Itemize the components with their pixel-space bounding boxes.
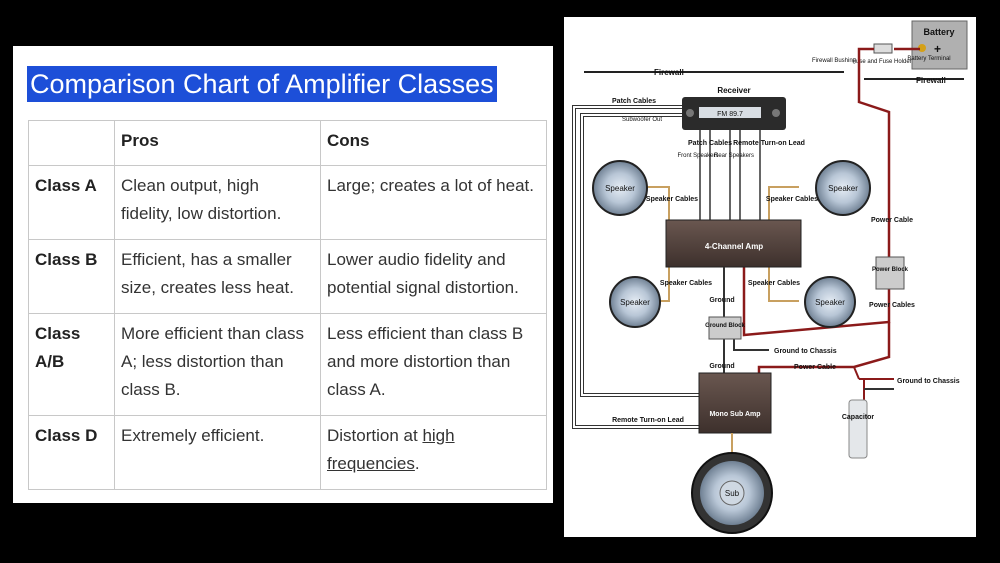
cons-cell: Less efficient than class B and more dis… bbox=[320, 313, 547, 416]
header-cell: Cons bbox=[320, 120, 547, 166]
cons-cell: Lower audio fidelity and potential signa… bbox=[320, 239, 547, 314]
pros-cell: Efficient, has a smaller size, creates l… bbox=[114, 239, 321, 314]
speaker-label: Speaker bbox=[815, 298, 845, 307]
high-frequencies-link[interactable]: high frequencies bbox=[327, 426, 455, 473]
class-cell: Class A/B bbox=[28, 313, 115, 416]
capacitor-ground-label: Ground to Chassis bbox=[897, 378, 960, 385]
mono-sub-amp-label: Mono Sub Amp bbox=[709, 411, 760, 418]
page-title: Comparison Chart of Amplifier Classes bbox=[27, 66, 497, 102]
mono-sub-amp bbox=[698, 372, 772, 434]
receiver-label: Receiver bbox=[717, 86, 750, 95]
power-block bbox=[875, 256, 905, 290]
power-cables-label: Power Cables bbox=[869, 302, 915, 309]
battery-label: Battery bbox=[923, 27, 954, 37]
power-cable-to-amp bbox=[742, 247, 891, 337]
sub-label: Sub bbox=[725, 489, 740, 498]
pros-cell: More efficient than class A; less distor… bbox=[114, 313, 321, 416]
class-cell: Class B bbox=[28, 239, 115, 314]
patch-cables bbox=[699, 129, 761, 222]
battery-plus: + bbox=[934, 42, 941, 56]
table-row: Class A/B More efficient than class A; l… bbox=[28, 313, 547, 416]
front-speakers-label: Front Speakers bbox=[677, 153, 718, 159]
firewall-label-right: Firewall bbox=[916, 76, 946, 85]
tuner-knob-icon bbox=[772, 109, 780, 117]
table-row: Class D Extremely efficient. Distortion … bbox=[28, 415, 547, 490]
speaker-rear-left: Speaker bbox=[609, 276, 661, 328]
cons-cell: Distortion at high frequencies. bbox=[320, 415, 547, 490]
speaker-cables-label: Speaker Cables bbox=[766, 196, 818, 203]
pros-cell: Extremely efficient. bbox=[114, 415, 321, 490]
speaker-label: Speaker bbox=[828, 184, 858, 193]
power-cable bbox=[857, 47, 920, 257]
ground-label: Ground bbox=[709, 297, 734, 304]
header-cell: Pros bbox=[114, 120, 321, 166]
wiring-diagram: Battery + Battery Terminal Fuse and Fuse… bbox=[572, 20, 968, 534]
class-cell: Class A bbox=[28, 165, 115, 240]
table-row: Class B Efficient, has a smaller size, c… bbox=[28, 239, 547, 314]
ground-label: Ground bbox=[709, 363, 734, 370]
four-channel-amp bbox=[665, 219, 802, 268]
comparison-panel: Comparison Chart of Amplifier Classes Pr… bbox=[13, 46, 553, 503]
header-cell bbox=[28, 120, 115, 166]
firewall-bushing-label: Firewall Bushing bbox=[812, 58, 856, 64]
table-row: Class A Clean output, high fidelity, low… bbox=[28, 165, 547, 240]
remote-turn-on-top-label: Remote Turn-on Lead bbox=[733, 140, 805, 147]
capacitor bbox=[848, 399, 868, 459]
class-cell: Class D bbox=[28, 415, 115, 490]
ground-block bbox=[708, 316, 742, 340]
cons-cell: Large; creates a lot of heat. bbox=[320, 165, 547, 240]
ground-to-chassis-label: Ground to Chassis bbox=[774, 348, 837, 355]
ground-wires bbox=[723, 267, 769, 377]
speaker-rear-right: Speaker bbox=[804, 276, 856, 328]
power-block-label: Power Block bbox=[872, 267, 909, 273]
speaker-label: Speaker bbox=[605, 184, 635, 193]
remote-turn-on-bottom-label: Remote Turn-on Lead bbox=[612, 417, 684, 424]
table-header-row: Pros Cons bbox=[28, 120, 547, 166]
battery-terminal-label: Battery Terminal bbox=[907, 56, 950, 62]
speaker-cables-label: Speaker Cables bbox=[646, 196, 698, 203]
receiver-display-text: FM 89.7 bbox=[717, 111, 743, 118]
patch-cables-label: Patch Cables bbox=[688, 140, 732, 147]
patch-cables-left-label: Patch Cables bbox=[612, 98, 656, 105]
power-cable-label-bottom: Power Cable bbox=[794, 364, 836, 371]
pros-cell: Clean output, high fidelity, low distort… bbox=[114, 165, 321, 240]
cons-text-end: . bbox=[414, 454, 420, 473]
fuse-holder bbox=[873, 43, 893, 54]
receiver-display bbox=[699, 107, 761, 118]
fuse-label: Fuse and Fuse Holder bbox=[852, 59, 911, 65]
comparison-table: Pros Cons Class A Clean output, high fid… bbox=[28, 120, 547, 490]
speaker-cables-label: Speaker Cables bbox=[660, 280, 712, 287]
ground-block-label: Ground Block bbox=[705, 323, 745, 329]
volume-knob-icon bbox=[686, 109, 694, 117]
speaker-front-right: Speaker bbox=[815, 160, 871, 216]
wiring-diagram-panel: Battery + Battery Terminal Fuse and Fuse… bbox=[564, 17, 976, 537]
subwoofer: Sub bbox=[691, 452, 773, 534]
four-channel-amp-label: 4-Channel Amp bbox=[705, 242, 763, 251]
firewall-label-left: Firewall bbox=[654, 68, 684, 77]
capacitor-power-wire bbox=[853, 366, 894, 402]
rear-speakers-label: Rear Speakers bbox=[714, 153, 754, 159]
speaker-label: Speaker bbox=[620, 298, 650, 307]
cons-text: Distortion at bbox=[327, 426, 423, 445]
speaker-cables-label: Speaker Cables bbox=[748, 280, 800, 287]
speaker-wires bbox=[634, 186, 799, 302]
speaker-front-left: Speaker bbox=[592, 160, 648, 216]
capacitor-label: Capacitor bbox=[842, 414, 875, 421]
subwoofer-out-label: Subwoofer Out bbox=[622, 117, 662, 123]
power-cable-label: Power Cable bbox=[871, 217, 913, 224]
